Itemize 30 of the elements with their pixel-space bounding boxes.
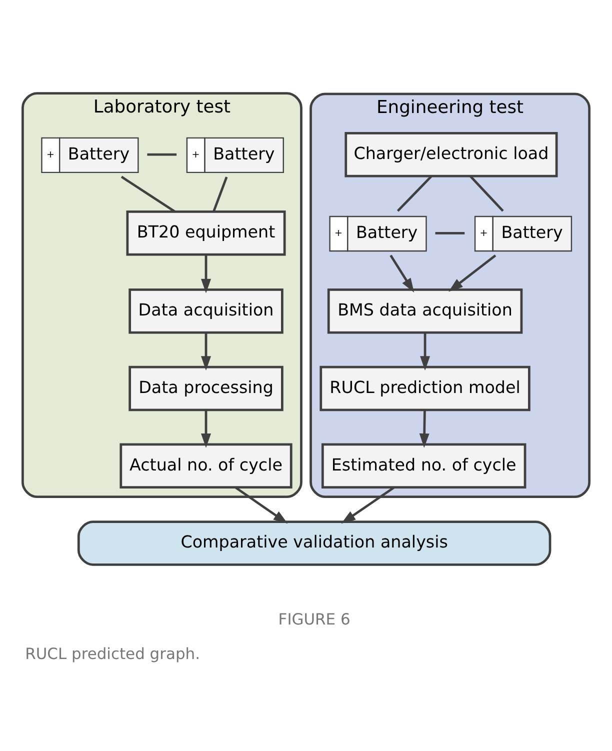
arrow	[201, 410, 212, 448]
node-box: Data processing	[128, 365, 284, 411]
node-box: Actual no. of cycle	[120, 442, 292, 488]
node-box: BT20 equipment	[126, 210, 286, 256]
caption: RUCL predicted graph.	[25, 644, 200, 663]
connector	[120, 175, 176, 212]
arrow	[201, 254, 212, 293]
arrow	[341, 486, 395, 524]
arrow	[419, 410, 430, 448]
connector	[147, 152, 177, 156]
node-label: +	[46, 148, 54, 160]
connector	[212, 176, 228, 212]
arrow	[234, 486, 288, 524]
arrow	[420, 332, 430, 370]
label: FIGURE 6	[278, 610, 350, 628]
node-box: Charger/electronic load	[344, 131, 558, 177]
node-box: Data acquisition	[128, 288, 284, 334]
node-box: Comparative validation analysis	[77, 520, 552, 566]
connector	[396, 174, 432, 212]
arrow	[448, 254, 496, 292]
node-label: +	[334, 228, 343, 239]
arrow	[390, 254, 414, 292]
node-box: RUCL prediction model	[320, 365, 530, 411]
node-label: +	[480, 228, 488, 239]
node-box: Estimated no. of cycle	[321, 442, 526, 488]
connector	[435, 231, 465, 234]
arrow	[201, 332, 212, 370]
node-box: BMS data acquisition	[327, 288, 523, 334]
node-label: +	[192, 148, 200, 160]
connector	[470, 174, 504, 212]
